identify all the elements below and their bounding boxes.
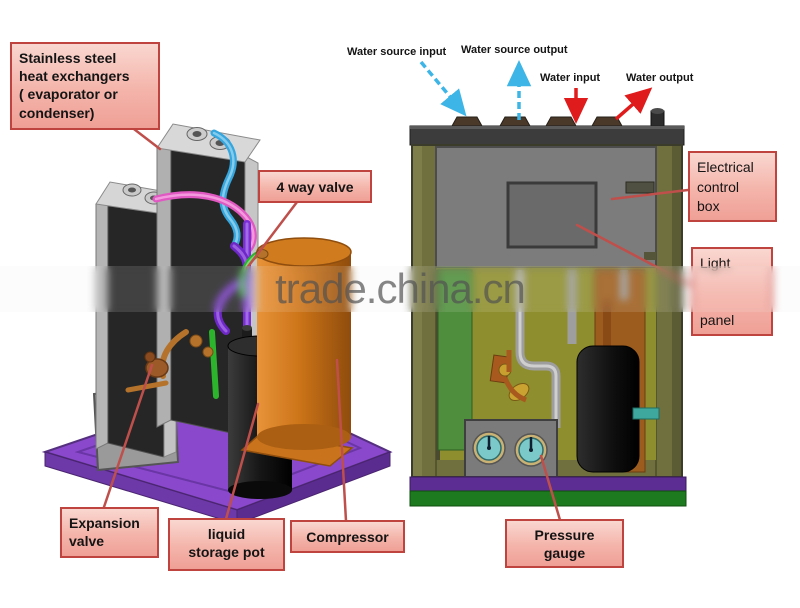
label-light-panel: Light panel [691,247,773,336]
water-output-arrow [614,87,653,121]
annotation-water-input: Water input [540,72,601,84]
label-liquid-storage-pot: liquid storage pot [168,518,285,571]
label-light-panel-line1: Light [700,255,731,271]
brass-fittings [489,350,530,403]
annotation-water-source-output: Water source output [461,44,568,56]
teal-fitting [632,407,660,420]
expansion-valve-part [144,351,169,378]
cabinet-pressure-gauges [464,419,558,478]
water-ports [451,108,665,128]
label-electrical-control-box: Electrical control box [688,151,777,222]
annotation-water-output: Water output [626,72,694,84]
label-expansion-valve: Expansion valve [60,507,159,558]
green-base-strip [409,490,687,507]
label-compressor: Compressor [290,520,405,553]
label-four-way-valve: 4 way valve [258,170,372,203]
display-panel [506,181,598,249]
cabinet-illustration [409,108,687,507]
annotation-water-source-input: Water source input [347,46,447,58]
water-source-input-arrow [419,60,467,117]
flow-arrows [419,60,653,124]
electrical-panel [435,146,657,269]
inner-tank [576,345,640,473]
label-pressure-gauge: Pressure gauge [505,519,624,568]
label-heat-exchangers: Stainless steel heat exchangers ( evapor… [10,42,160,130]
label-light-panel-line2: panel [700,311,735,328]
compressor-part [240,237,354,467]
cabinet-interior [436,268,660,478]
